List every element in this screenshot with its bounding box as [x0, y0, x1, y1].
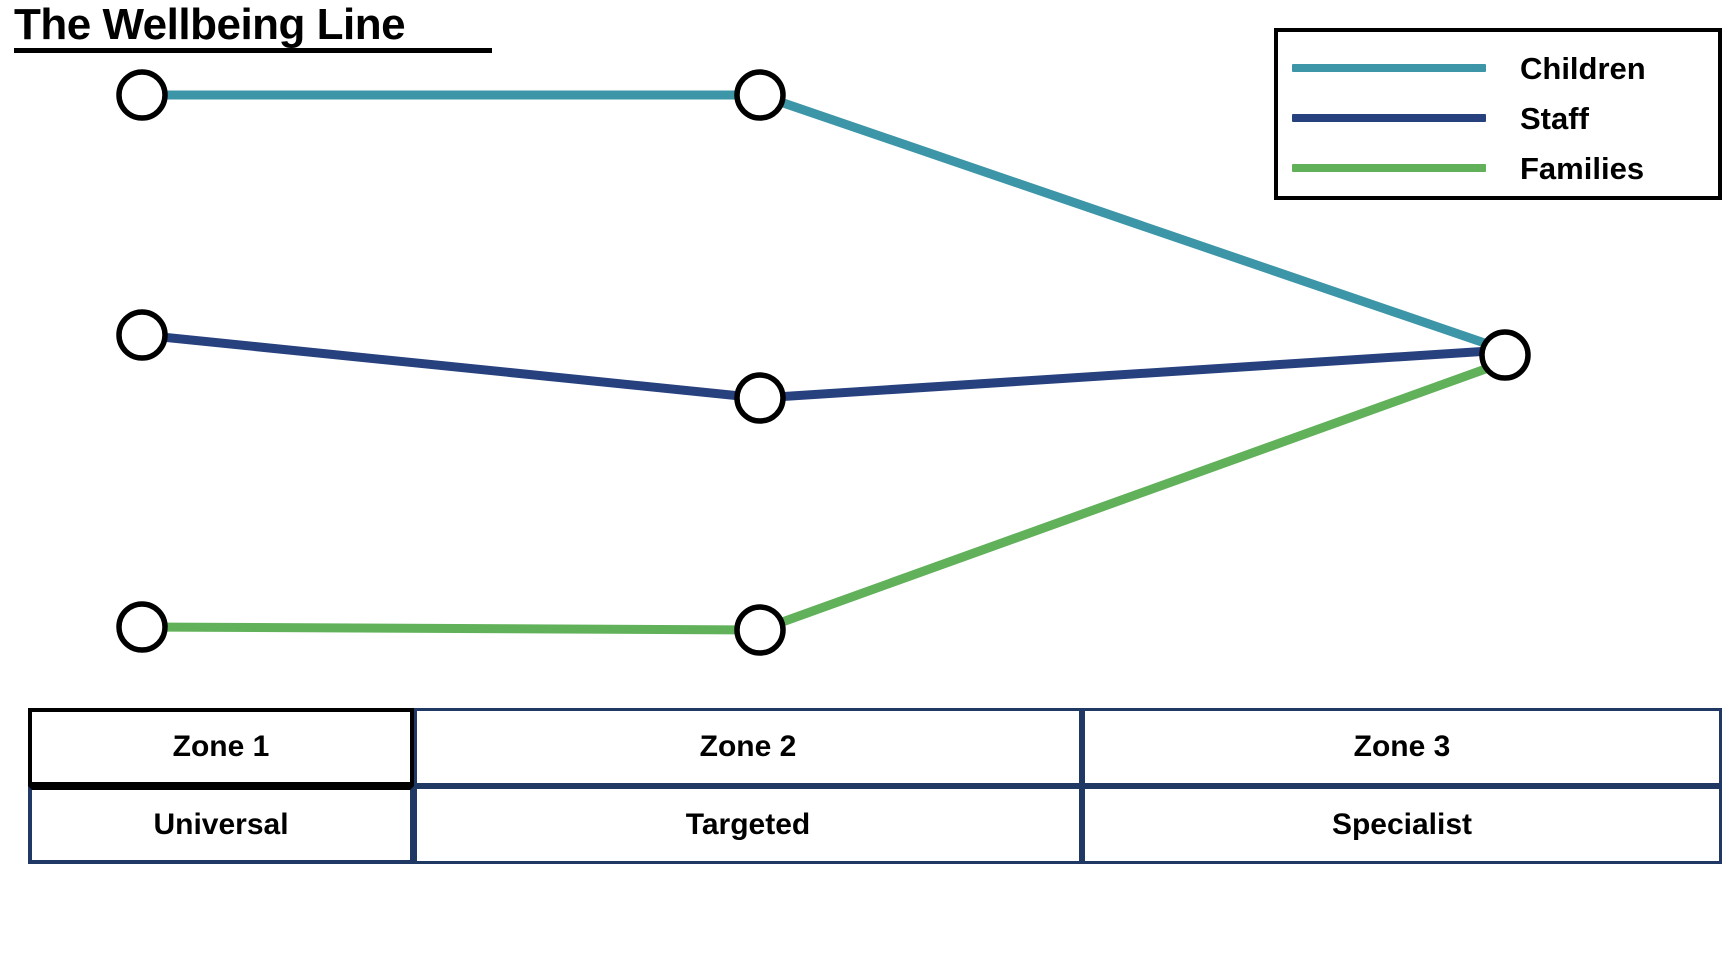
data-point-marker	[116, 601, 168, 653]
wellbeing-chart	[116, 69, 1531, 656]
series-line-staff	[137, 330, 1510, 403]
zone-column-3: Zone 3 Specialist	[1082, 708, 1722, 864]
zone-column-1: Zone 1 Universal	[28, 708, 414, 864]
legend-item-staff[interactable]: Staff	[1278, 94, 1718, 142]
series-line-families	[137, 357, 1510, 635]
title-underline	[14, 48, 492, 53]
page-title: The Wellbeing Line	[14, 0, 406, 49]
zone-table: Zone 1 Universal Zone 2 Targeted Zone 3 …	[28, 708, 1722, 864]
data-point-marker	[734, 604, 786, 656]
zone-label-3: Zone 3	[1353, 730, 1451, 763]
legend-item-children[interactable]: Children	[1278, 44, 1718, 92]
zone-tier-cell-3: Specialist	[1082, 786, 1722, 864]
chart-legend: Children Staff Families	[1274, 28, 1722, 200]
data-point-marker	[734, 372, 786, 424]
data-point-marker	[116, 309, 168, 361]
data-point-marker	[1479, 329, 1531, 381]
zone-header-cell-3: Zone 3	[1082, 708, 1722, 786]
zone-tier-label-3: Specialist	[1331, 808, 1473, 841]
data-point-marker	[734, 69, 786, 121]
data-point-marker	[116, 69, 168, 121]
zone-column-2: Zone 2 Targeted	[414, 708, 1082, 864]
zone-tier-label-1: Universal	[153, 808, 289, 841]
zone-header-cell-1: Zone 1	[28, 708, 414, 786]
legend-label-staff: Staff	[1520, 100, 1589, 136]
zone-tier-label-2: Targeted	[685, 808, 811, 841]
zone-tier-cell-2: Targeted	[414, 786, 1082, 864]
legend-swatch-staff	[1292, 114, 1486, 122]
legend-label-children: Children	[1520, 50, 1646, 86]
zone-header-cell-2: Zone 2	[414, 708, 1082, 786]
legend-label-families: Families	[1520, 150, 1645, 186]
zone-label-1: Zone 1	[172, 730, 270, 763]
zone-label-2: Zone 2	[699, 730, 797, 763]
legend-swatch-families	[1292, 164, 1486, 172]
zone-tier-cell-1: Universal	[28, 786, 414, 864]
legend-swatch-children	[1292, 64, 1486, 72]
legend-item-families[interactable]: Families	[1278, 144, 1718, 192]
